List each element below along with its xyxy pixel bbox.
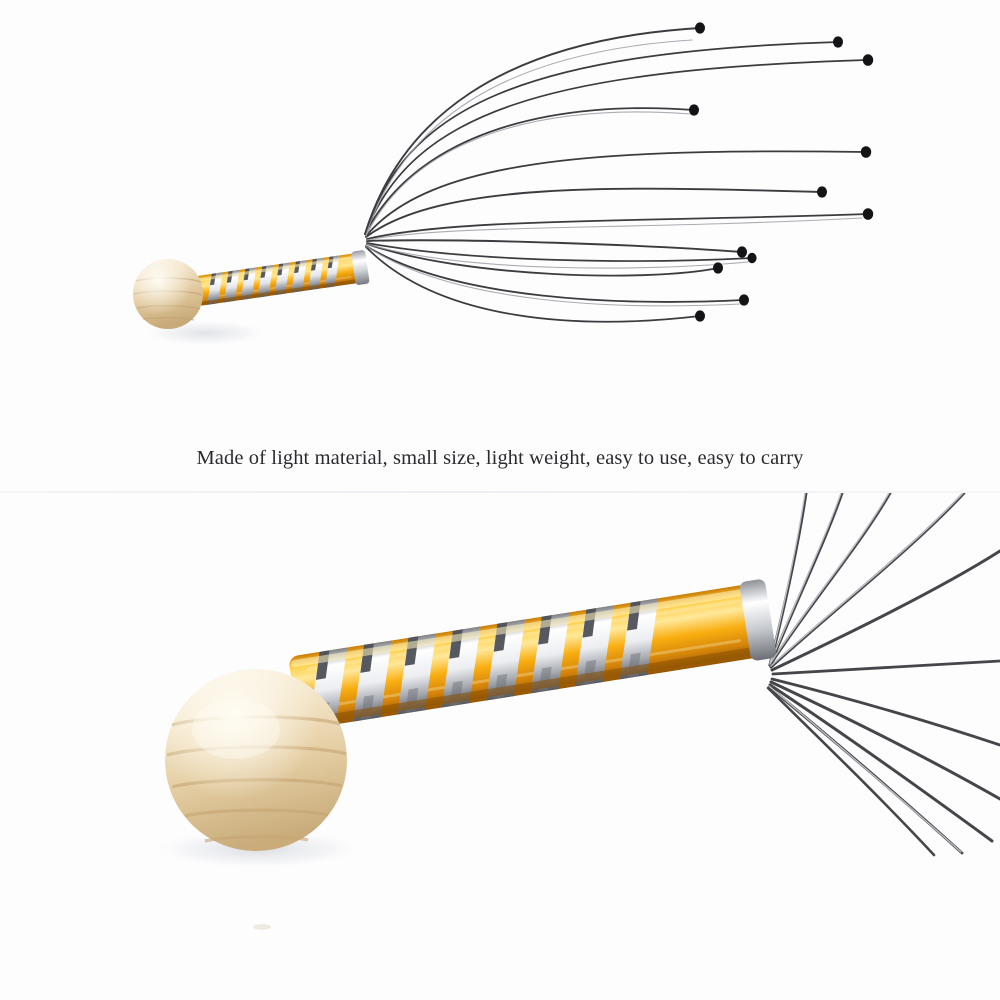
- product-illustration-full: [0, 0, 1000, 492]
- panel-background: [0, 0, 1000, 492]
- product-image-panel-top: Made of light material, small size, ligh…: [0, 0, 1000, 492]
- steel-wire-array: [364, 27, 869, 323]
- panel-background: [0, 493, 1000, 1000]
- wooden-ball-grip: [133, 259, 203, 329]
- wire-tip-beads: [689, 22, 874, 322]
- wooden-ball-grip: [165, 669, 347, 930]
- handle-assembly: [289, 579, 777, 729]
- steel-wire-highlights: [768, 493, 964, 853]
- wood-specular: [192, 699, 280, 759]
- tube-specular: [291, 587, 754, 667]
- chrome-collar: [739, 579, 777, 661]
- product-illustration-closeup: [0, 493, 1000, 1000]
- product-image-panel-bottom: Spiral handle design, anti-skid and not …: [0, 493, 1000, 1000]
- tube-shade: [300, 646, 763, 727]
- tube-shade: [199, 278, 367, 306]
- panel-divider: [0, 491, 1000, 493]
- chrome-collar: [351, 250, 370, 285]
- steel-wire-highlights: [365, 39, 863, 307]
- caption-top: Made of light material, small size, ligh…: [196, 447, 804, 469]
- tube-specular: [196, 254, 363, 282]
- handle-assembly: [194, 250, 370, 306]
